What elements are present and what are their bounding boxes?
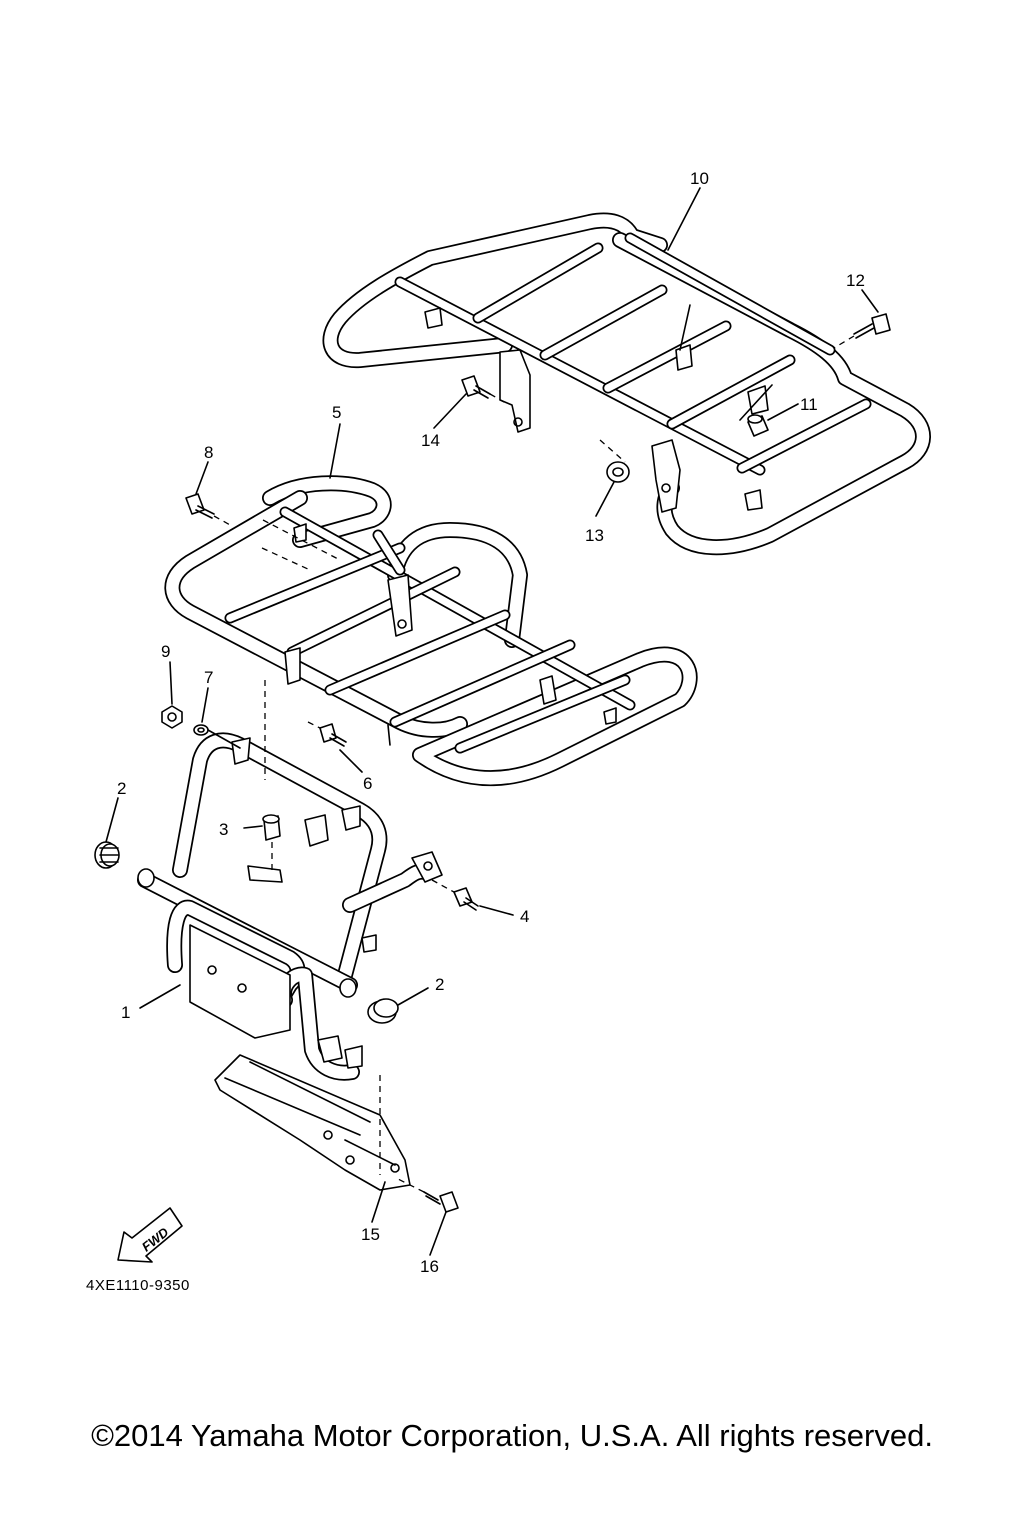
fwd-arrow-icon: FWD: [117, 1207, 183, 1263]
skid-plate-part-15: [214, 1054, 411, 1191]
callout-3: 3: [219, 820, 228, 839]
front-guard-part-1: [137, 732, 443, 1081]
cap-part-2-left: [94, 841, 120, 869]
bolt-part-16: [395, 1177, 459, 1213]
rear-carrier-part-10: [322, 212, 931, 556]
callout-5: 5: [332, 403, 341, 422]
callout-8: 8: [204, 443, 213, 462]
callout-1: 1: [121, 1003, 130, 1022]
callout-7: 7: [204, 668, 213, 687]
callout-4: 4: [520, 907, 529, 926]
callout-13: 13: [585, 526, 604, 545]
nut-part-9: [161, 705, 183, 729]
collar-part-11: [747, 414, 769, 437]
callout-9: 9: [161, 642, 170, 661]
callout-14: 14: [421, 431, 440, 450]
callout-2-left: 2: [117, 779, 126, 798]
callout-2-right: 2: [435, 975, 444, 994]
callout-11: 11: [800, 395, 818, 414]
callout-16: 16: [420, 1257, 439, 1276]
cap-part-2-right: [367, 998, 399, 1024]
bolt-part-12: [833, 313, 891, 349]
bolt-part-14: [461, 375, 505, 403]
callout-15: 15: [361, 1225, 380, 1244]
callout-6: 6: [363, 774, 372, 793]
diagram-code: 4XE1110-9350: [86, 1277, 190, 1294]
bolt-part-8: [185, 493, 233, 527]
bolt-part-6: [307, 721, 347, 747]
washer-part-7: [193, 724, 241, 749]
copyright-notice: ©2014 Yamaha Motor Corporation, U.S.A. A…: [91, 1418, 933, 1453]
nut-part-13: [606, 461, 630, 483]
callout-10: 10: [690, 169, 709, 188]
callout-12: 12: [846, 271, 865, 290]
leader-lines: [105, 187, 879, 1256]
assembly-line-rear: [599, 439, 626, 463]
front-carrier-part-5: [164, 475, 698, 787]
bolt-part-4: [431, 879, 479, 911]
damper-part-3: [262, 814, 281, 870]
